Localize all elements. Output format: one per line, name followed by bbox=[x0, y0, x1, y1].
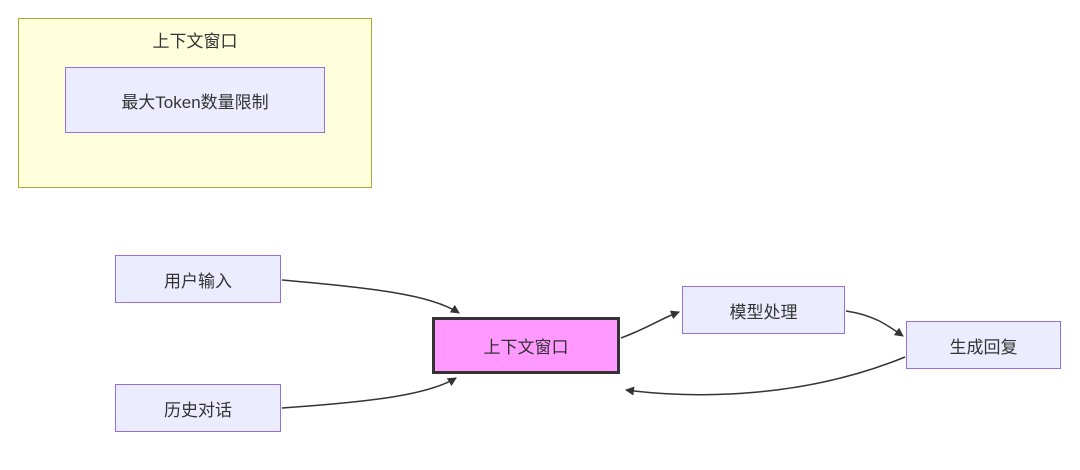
node-model-process-label: 模型处理 bbox=[729, 302, 798, 322]
node-generate-reply: 生成回复 bbox=[906, 321, 1061, 369]
node-history-dialog-label: 历史对话 bbox=[164, 400, 232, 420]
edge-generate-reply-to-context-window bbox=[625, 356, 906, 396]
subgraph-title: 上下文窗口 bbox=[152, 32, 238, 51]
node-generate-reply-label: 生成回复 bbox=[949, 337, 1018, 357]
node-user-input: 用户输入 bbox=[115, 255, 281, 303]
node-user-input-label: 用户输入 bbox=[164, 271, 232, 291]
node-context-window-label: 上下文窗口 bbox=[483, 338, 569, 357]
edge-user-input-to-context-window bbox=[281, 279, 460, 314]
edge-model-process-to-generate-reply bbox=[845, 310, 904, 337]
node-context-window: 上下文窗口 bbox=[432, 317, 620, 374]
edge-history-dialog-to-context-window bbox=[281, 377, 457, 409]
edge-context-window-to-model-process bbox=[620, 310, 680, 339]
node-max-token-limit-label: 最大Token数量限制 bbox=[121, 92, 269, 112]
node-history-dialog: 历史对话 bbox=[115, 384, 281, 432]
node-max-token-limit: 最大Token数量限制 bbox=[65, 67, 325, 133]
node-model-process: 模型处理 bbox=[682, 286, 845, 334]
